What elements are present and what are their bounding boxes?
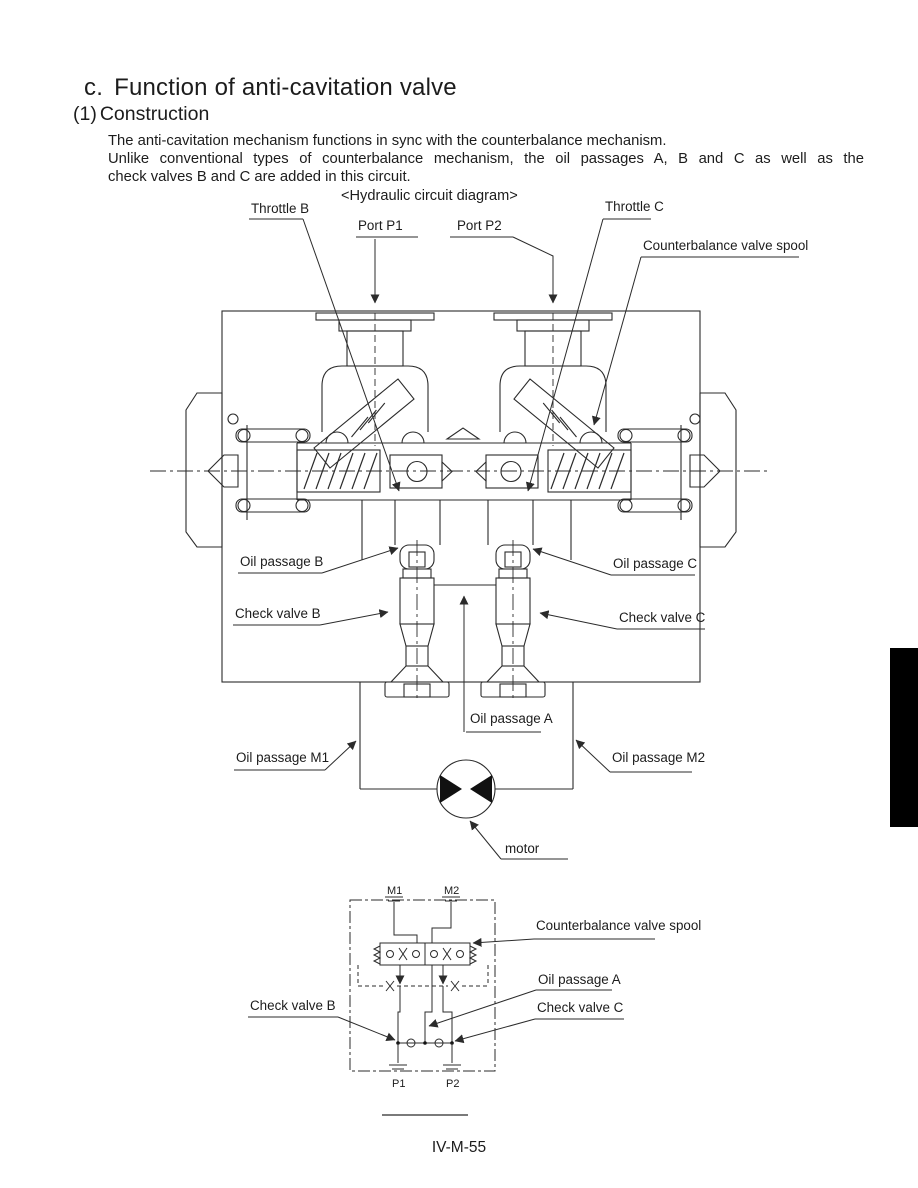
motor-lines — [359, 682, 574, 790]
body-line: Unlike conventional types of counterbala… — [108, 151, 864, 167]
oil-passage-c-label: Oil passage C — [613, 556, 697, 571]
check-valve-b-label-2: Check valve B — [250, 998, 336, 1013]
port-p1-section — [315, 312, 435, 446]
schematic-labels: Counterbalance valve spool Oil passage A… — [248, 918, 701, 1044]
spring-symbol-left — [372, 945, 382, 965]
valve-cross-section: <Hydraulic circuit diagram> — [150, 188, 808, 860]
schematic-boundary — [349, 899, 496, 1072]
body-paragraph: The anti-cavitation mechanism functions … — [108, 132, 864, 186]
spring-box-right — [547, 449, 632, 493]
port-marks — [385, 896, 460, 902]
throttle-b-cartridge — [313, 378, 415, 469]
section-number: (1) — [73, 103, 97, 125]
check-valve-b-cartridge — [384, 540, 450, 700]
p2-port-label: P2 — [446, 1078, 459, 1090]
throttle-c-cartridge — [513, 378, 615, 469]
check-valve-b-label: Check valve B — [235, 606, 321, 621]
oil-passage-a-label-2: Oil passage A — [538, 972, 621, 987]
pilot-lines — [357, 965, 489, 992]
check-valve-c-label: Check valve C — [619, 610, 706, 625]
m2-port-label: M2 — [444, 885, 459, 897]
spring-left — [303, 452, 378, 490]
throttle-c-label: Throttle C — [605, 199, 664, 214]
oil-passage-b-label: Oil passage B — [240, 554, 323, 569]
motor-symbol — [436, 759, 496, 819]
title-letter: c. — [84, 74, 104, 101]
oil-passage-m2-label: Oil passage M2 — [612, 750, 705, 765]
main-diagram-labels: Throttle B Port P1 Port P2 Throttle C Co… — [233, 199, 808, 860]
hydraulic-symbol-schematic: M1 M2 — [248, 885, 701, 1090]
port-p1-label: Port P1 — [358, 218, 403, 233]
motor-label: motor — [505, 841, 540, 856]
valve-body — [150, 310, 768, 683]
page-number: IV-M-55 — [431, 1139, 487, 1156]
body-line: check valves B and C are added in this c… — [108, 169, 411, 185]
oil-passage-a-line — [424, 965, 433, 1043]
counterbalance-valve-symbol — [372, 942, 478, 966]
oil-passage-m1-label: Oil passage M1 — [236, 750, 329, 765]
section-edge-tab — [890, 648, 918, 827]
counterbalance-valve-spool-label-2: Counterbalance valve spool — [536, 918, 701, 933]
spring-box-left — [296, 449, 381, 493]
p1-port-label: P1 — [392, 1078, 405, 1090]
port-p2-section — [493, 312, 613, 446]
diagram-caption: <Hydraulic circuit diagram> — [341, 188, 518, 204]
port-p2-label: Port P2 — [457, 218, 502, 233]
side-pins — [227, 413, 701, 513]
check-valve-c-label-2: Check valve C — [537, 1000, 624, 1015]
section-title: Construction — [99, 103, 210, 125]
internal-passages — [361, 500, 572, 586]
counterbalance-valve-spool-label: Counterbalance valve spool — [643, 238, 808, 253]
title-text: Function of anti-cavitation valve — [114, 74, 457, 101]
page-title: c. Function of anti-cavitation valve — [84, 74, 457, 102]
section-heading: (1) Construction — [73, 103, 209, 126]
check-valve-c-cartridge — [480, 540, 546, 700]
spring-right — [550, 452, 625, 490]
counterbalance-spool-assembly — [296, 427, 632, 501]
throttle-b-label: Throttle B — [251, 201, 309, 216]
port-marks-bottom — [389, 1064, 461, 1070]
body-line: The anti-cavitation mechanism functions … — [108, 133, 667, 149]
oil-passage-a-label: Oil passage A — [470, 711, 553, 726]
spring-symbol-right — [468, 945, 478, 965]
m1-port-label: M1 — [387, 885, 402, 897]
